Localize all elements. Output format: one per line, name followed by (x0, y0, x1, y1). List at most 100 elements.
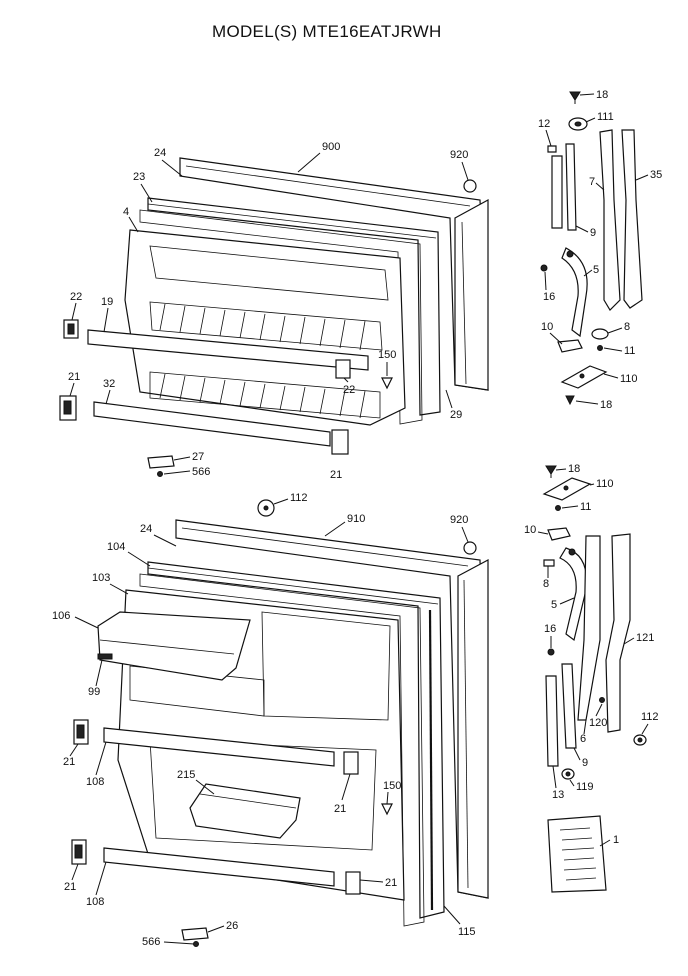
callout-104: 104 (107, 541, 125, 553)
handle-strip-9 (565, 143, 577, 231)
callout-111: 111 (597, 111, 614, 123)
fresh-handle-bracket-5 (559, 547, 588, 642)
screw-18-bottom (565, 395, 575, 406)
freezer-bracket-22-left (63, 319, 79, 339)
callout-150-fresh: 150 (383, 780, 401, 792)
fresh-screw-11 (555, 505, 561, 511)
callout-21-fresh-b: 21 (334, 803, 346, 815)
callout-115: 115 (458, 926, 476, 938)
callout-121: 121 (636, 632, 654, 644)
fresh-screw-120 (599, 697, 605, 703)
callout-18-fresh: 18 (568, 463, 580, 475)
callout-110: 110 (620, 373, 638, 385)
callout-900: 900 (322, 141, 340, 153)
freezer-door-assembly (59, 157, 489, 477)
callout-24: 24 (154, 147, 166, 159)
freezer-plate-27 (147, 455, 175, 477)
callout-106: 106 (52, 610, 70, 622)
fresh-trim-9 (561, 663, 577, 749)
callout-920: 920 (450, 149, 468, 161)
callout-32: 32 (103, 378, 115, 390)
callout-21-fresh-c: 21 (385, 877, 397, 889)
callout-112-top: 112 (290, 492, 308, 504)
callout-10: 10 (541, 321, 553, 333)
dairy-compartment-106 (97, 611, 251, 681)
hinge-cap-111 (568, 117, 588, 131)
fresh-bracket-21-left-upper (73, 719, 89, 745)
callout-21-fresh-a: 21 (63, 756, 75, 768)
callout-21-left: 21 (68, 371, 80, 383)
freezer-hardware (540, 91, 643, 406)
callout-112-right: 112 (641, 711, 659, 723)
freezer-door-liner (124, 229, 406, 426)
fresh-handle-cover-121 (605, 533, 631, 733)
callout-35: 35 (650, 169, 662, 181)
callout-24-fresh: 24 (140, 523, 152, 535)
fresh-hinge-10 (547, 527, 571, 541)
callout-12: 12 (538, 118, 550, 130)
fresh-screw-16 (547, 648, 555, 656)
freezer-shelf-bar-19 (87, 329, 369, 371)
callout-9: 9 (590, 227, 596, 239)
fresh-screw-18 (545, 465, 557, 478)
fresh-door-gasket (139, 561, 445, 927)
callout-9-fresh: 9 (582, 757, 588, 769)
shelf-bar-108-lower (103, 847, 335, 887)
callout-18-top: 18 (596, 89, 608, 101)
diagram-title: MODEL(S) MTE16EATJRWH (212, 22, 442, 41)
callout-7: 7 (589, 176, 595, 188)
handle-7 (599, 129, 621, 311)
freezer-outer-door-panel (179, 157, 489, 391)
callout-5: 5 (593, 264, 599, 276)
fresh-hinge-110 (542, 477, 592, 501)
fresh-hardware-callouts: 18 110 11 10 8 5 16 121 112 120 6 9 119 … (524, 463, 659, 847)
handle-cover-35 (621, 129, 643, 309)
callout-11: 11 (624, 345, 635, 357)
owners-manual-1 (547, 815, 607, 893)
callout-108-upper: 108 (86, 776, 104, 788)
callout-19: 19 (101, 296, 113, 308)
callout-6: 6 (580, 733, 586, 745)
callout-16-fresh: 16 (544, 623, 556, 635)
callout-108-lower: 108 (86, 896, 104, 908)
callout-18-bottom: 18 (600, 399, 612, 411)
hinge-10 (557, 339, 583, 353)
callout-21-fresh-d: 21 (64, 881, 76, 893)
callout-11-fresh: 11 (580, 501, 591, 513)
shelf-bar-108-upper (103, 727, 335, 767)
fresh-bracket-21-right-lower (345, 871, 361, 895)
hinge-110 (560, 365, 608, 389)
callout-150: 150 (378, 349, 396, 361)
fresh-outer-door-panel (175, 519, 489, 899)
callout-21-right: 21 (330, 469, 342, 481)
fresh-bracket-21-left-lower (71, 839, 87, 865)
freezer-bracket-21-right (331, 429, 349, 455)
freezer-bracket-22-right (335, 359, 351, 379)
fresh-plug-920 (463, 541, 477, 555)
fresh-cap-119 (561, 768, 575, 780)
fresh-washer-8 (543, 559, 555, 567)
washer-8 (591, 328, 609, 340)
callout-110-fresh: 110 (596, 478, 614, 490)
callout-99: 99 (88, 686, 100, 698)
callout-10-fresh: 10 (524, 524, 536, 536)
fresh-food-door-assembly (71, 499, 489, 947)
screw-18-top (569, 91, 581, 104)
callout-120: 120 (589, 717, 607, 729)
handle-bracket-5 (561, 247, 588, 338)
callout-566-fresh: 566 (142, 936, 160, 948)
freezer-door-gasket (139, 197, 441, 425)
callout-4: 4 (123, 206, 129, 218)
fresh-bracket-21-right-upper (343, 751, 359, 775)
freezer-bracket-21-left (59, 395, 77, 421)
fresh-hardware (542, 465, 647, 893)
fresh-trim-13 (545, 675, 559, 767)
callout-119: 119 (576, 781, 594, 793)
callout-1: 1 (613, 834, 619, 846)
fresh-plate-26 (181, 927, 209, 947)
callout-13: 13 (552, 789, 564, 801)
callout-22-left: 22 (70, 291, 82, 303)
freezer-shelf-bar-32 (93, 401, 331, 447)
handle-trim-12 (547, 145, 563, 229)
